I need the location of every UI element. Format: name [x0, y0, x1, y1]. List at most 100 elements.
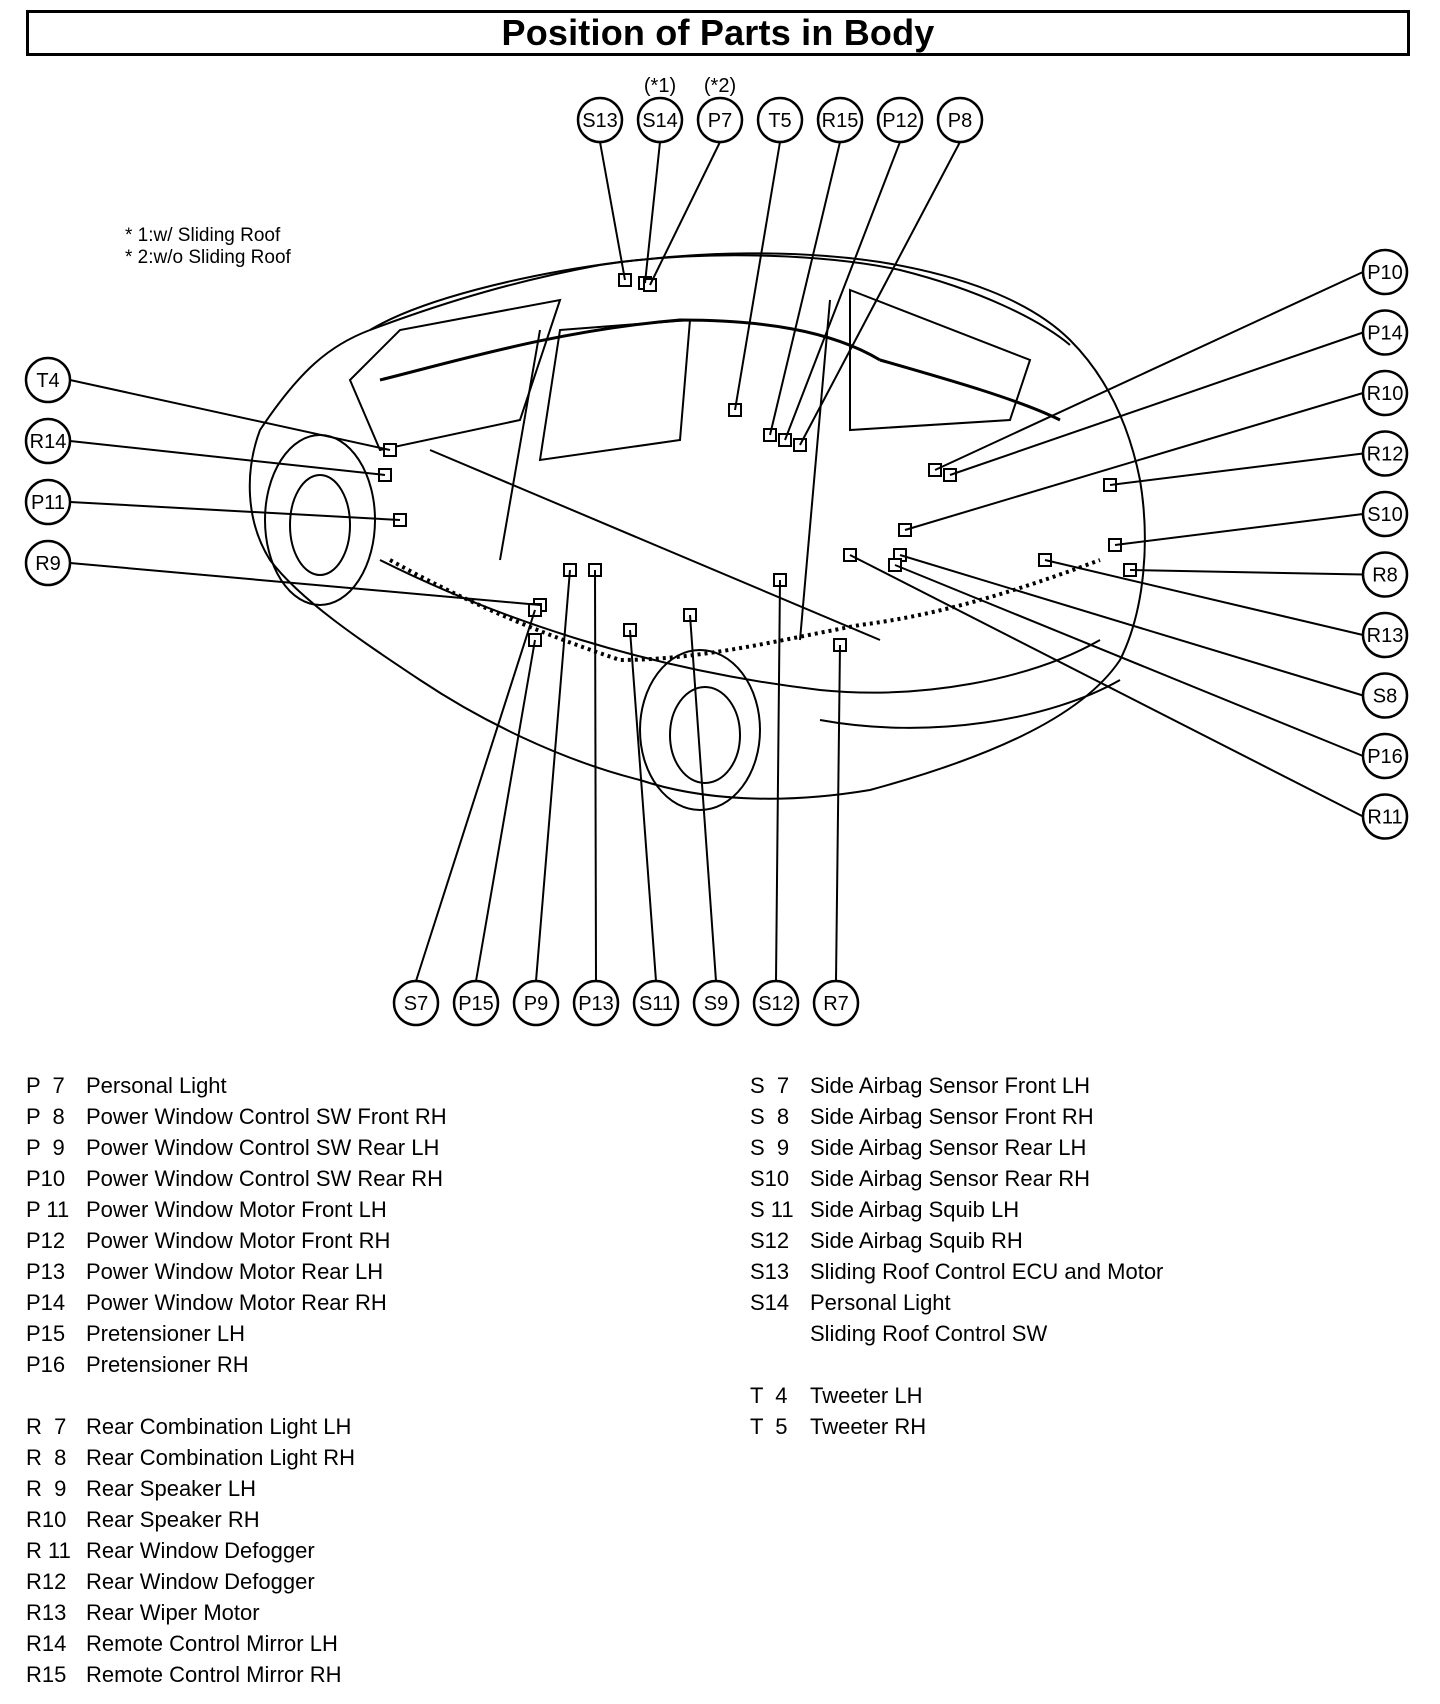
- callout-label: R15: [822, 110, 859, 132]
- callout-label: R11: [1367, 807, 1402, 829]
- b-pillar: [499, 329, 541, 561]
- callout-p16: P16: [1361, 732, 1409, 780]
- leader-line: [784, 141, 901, 441]
- leader-line: [1109, 452, 1364, 486]
- c-pillar: [799, 299, 831, 641]
- legend-code: R 7: [26, 1414, 67, 1439]
- legend-description: Power Window Control SW Rear RH: [86, 1166, 443, 1191]
- callout-p7: P7: [696, 96, 744, 144]
- callout-circle: [1361, 430, 1409, 477]
- callout-p9: P9: [512, 979, 560, 1027]
- callout-t4: T4: [24, 356, 72, 404]
- callout-p11: P11: [24, 478, 72, 526]
- callout-label: R9: [35, 553, 61, 575]
- callout-circle: [1361, 672, 1409, 719]
- callout-note: (*2): [704, 75, 736, 97]
- callout-r12: R12: [1361, 430, 1409, 477]
- legend-description: Rear Window Defogger: [86, 1538, 315, 1563]
- callout-label: P11: [31, 492, 65, 514]
- roof-line: [369, 254, 1071, 346]
- legend-description: Pretensioner RH: [86, 1352, 249, 1377]
- callout-label: R7: [823, 993, 849, 1015]
- callout-r13: R13: [1361, 611, 1409, 659]
- legend-code: P 8: [26, 1104, 65, 1129]
- callout-circle: [752, 979, 800, 1027]
- callout-label: R12: [1367, 444, 1404, 466]
- legend-code: S13: [750, 1259, 790, 1284]
- legend-code: S12: [750, 1228, 790, 1253]
- callout-circle: [392, 979, 440, 1027]
- legend-code: P10: [26, 1166, 66, 1191]
- legend-description: Side Airbag Squib LH: [810, 1197, 1020, 1222]
- legend-code: [26, 1380, 86, 1411]
- legend-code: P16: [26, 1352, 66, 1377]
- sliding-roof-notes: * 1:w/ Sliding Roof * 2:w/o Sliding Roof: [125, 225, 291, 269]
- legend-code: T 4: [750, 1383, 788, 1408]
- callout-circle: [1361, 309, 1409, 356]
- legend-code: P13: [26, 1259, 66, 1284]
- callout-circle: [24, 478, 72, 526]
- callout-note: (*1): [644, 75, 676, 97]
- leader-line: [769, 141, 841, 436]
- legend-code: R14: [26, 1631, 67, 1656]
- legend-code: S14: [750, 1290, 790, 1315]
- legend-description: Pretensioner LH: [86, 1321, 245, 1346]
- callout-p14: P14: [1361, 309, 1409, 356]
- callout-circle: [1361, 369, 1409, 417]
- callout-p10: P10: [1361, 248, 1409, 296]
- legend-description: Power Window Motor Rear RH: [86, 1290, 387, 1315]
- callout-label: S9: [704, 993, 728, 1015]
- leader-line: [69, 501, 401, 521]
- leader-line: [1114, 513, 1364, 546]
- callout-r10: R10: [1361, 369, 1409, 417]
- leader-line: [849, 554, 1364, 818]
- leader-line: [415, 609, 536, 982]
- legend-code: S 11: [750, 1197, 794, 1222]
- callout-circle: [576, 96, 624, 144]
- callout-circle: [696, 96, 744, 144]
- leader-line: [1129, 569, 1364, 576]
- legend-code: T 5: [750, 1414, 788, 1439]
- legend-code: R 8: [26, 1445, 67, 1470]
- leader-line: [599, 141, 626, 281]
- leader-line: [934, 271, 1364, 471]
- callout-circle: [24, 539, 72, 587]
- legend-description: Rear Window Defogger: [86, 1569, 315, 1594]
- callout-t5: T5: [756, 96, 804, 144]
- legend-description: Side Airbag Squib RH: [810, 1228, 1023, 1253]
- callout-circle: [816, 96, 864, 144]
- legend-description: Sliding Roof Control ECU and Motor: [810, 1259, 1164, 1284]
- legend-description: Rear Combination Light RH: [86, 1445, 356, 1470]
- legend-description: Power Window Control SW Rear LH: [86, 1135, 440, 1160]
- callout-label: R14: [30, 431, 67, 453]
- callout-label: R8: [1372, 565, 1398, 587]
- callout-label: R13: [1367, 625, 1404, 647]
- callout-circle: [1361, 611, 1409, 659]
- rear-window: [849, 288, 1032, 432]
- callout-circle: [632, 979, 680, 1027]
- legend-code: P 11: [26, 1197, 70, 1222]
- callout-label: P15: [458, 993, 494, 1015]
- front-wheel-hub: [289, 474, 351, 576]
- leader-lines: [69, 141, 1364, 982]
- callout-label: P14: [1367, 323, 1403, 345]
- note-1: * 1:w/ Sliding Roof: [125, 225, 281, 246]
- leader-line: [799, 141, 961, 446]
- callout-r9: R9: [24, 539, 72, 587]
- rear-wheel: [639, 649, 761, 811]
- callout-label: R10: [1367, 383, 1404, 405]
- legend-description: Sliding Roof Control SW: [810, 1321, 1048, 1346]
- callout-label: T5: [768, 110, 791, 132]
- callout-circle: [1361, 248, 1409, 296]
- leader-line: [1044, 559, 1364, 636]
